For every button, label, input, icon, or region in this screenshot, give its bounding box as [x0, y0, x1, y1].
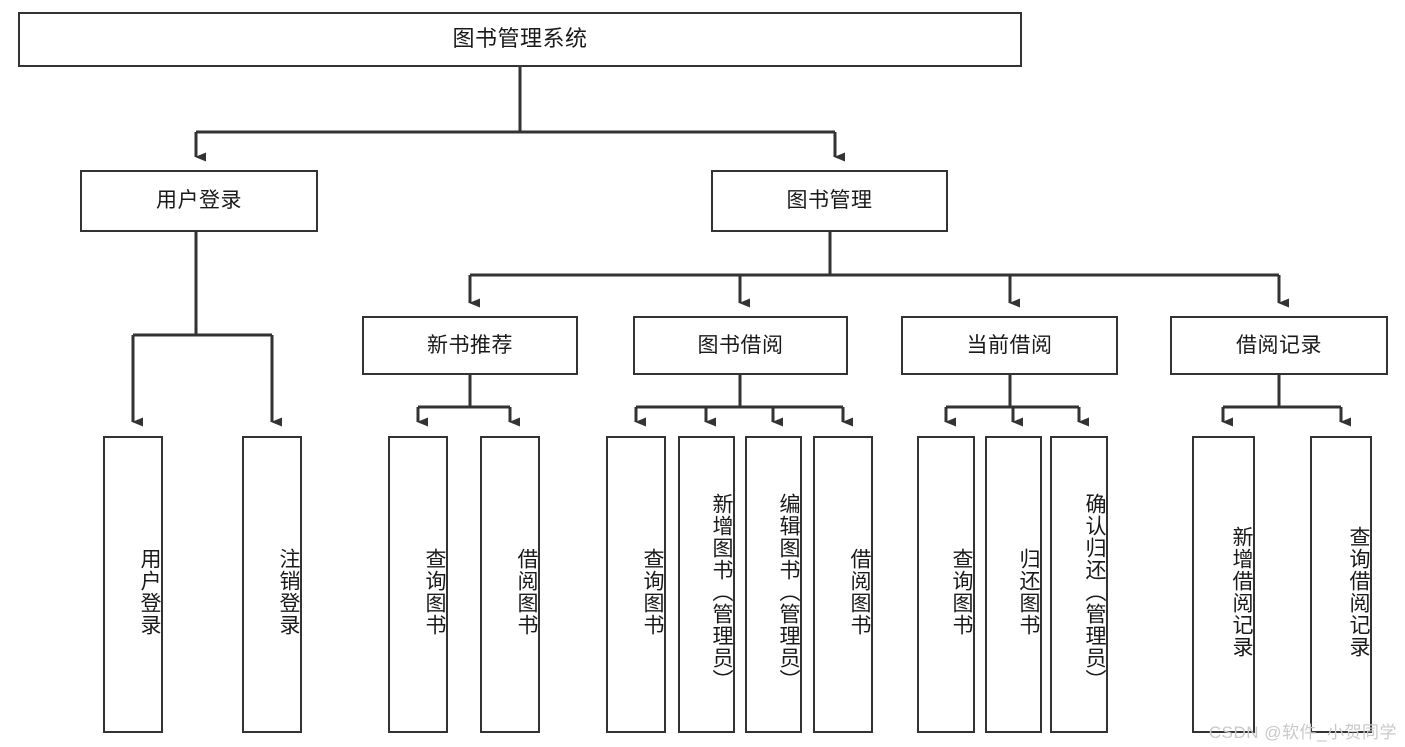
- leaf-logout-login[interactable]: 注销登录: [242, 436, 302, 733]
- node-new-book-recommend[interactable]: 新书推荐: [362, 316, 578, 375]
- leaf-borrow-book[interactable]: 借阅图书: [813, 436, 873, 733]
- leaf-query-book-current[interactable]: 查询图书: [917, 436, 975, 733]
- leaf-add-borrow-record[interactable]: 新增借阅记录: [1192, 436, 1255, 733]
- node-current-borrow[interactable]: 当前借阅: [901, 316, 1118, 375]
- node-book-management[interactable]: 图书管理: [711, 170, 948, 232]
- node-book-borrow[interactable]: 图书借阅: [633, 316, 848, 375]
- watermark-text: CSDN @软件_小贺同学: [1208, 723, 1397, 742]
- node-borrow-records[interactable]: 借阅记录: [1170, 316, 1388, 375]
- leaf-query-book-recommend[interactable]: 查询图书: [388, 436, 448, 733]
- leaf-confirm-return-admin[interactable]: 确认归还（管理员）: [1050, 436, 1108, 733]
- node-user-login[interactable]: 用户登录: [80, 170, 318, 232]
- leaf-query-borrow-record[interactable]: 查询借阅记录: [1310, 436, 1372, 733]
- leaf-borrow-book-recommend[interactable]: 借阅图书: [480, 436, 540, 733]
- node-root-system[interactable]: 图书管理系统: [18, 12, 1022, 67]
- leaf-edit-book-admin[interactable]: 编辑图书（管理员）: [745, 436, 802, 733]
- leaf-add-book-admin[interactable]: 新增图书（管理员）: [678, 436, 735, 733]
- leaf-return-book[interactable]: 归还图书: [985, 436, 1042, 733]
- leaf-query-book-borrow[interactable]: 查询图书: [606, 436, 666, 733]
- leaf-user-login[interactable]: 用户登录: [103, 436, 163, 733]
